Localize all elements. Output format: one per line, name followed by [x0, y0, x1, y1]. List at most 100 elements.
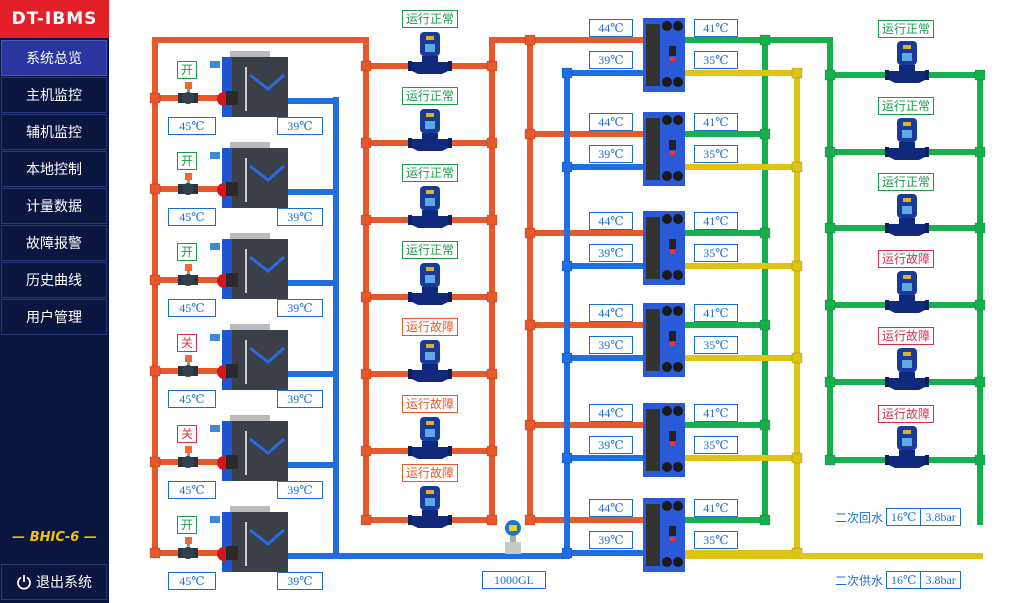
pipe-fitting: [974, 69, 986, 81]
primary-pump-3[interactable]: [408, 186, 452, 228]
pipe-fitting: [791, 161, 803, 173]
pipe-fitting: [486, 368, 498, 380]
secondary-pump-4[interactable]: [885, 271, 929, 313]
heat-exchanger-3[interactable]: [643, 211, 685, 285]
pump-status-badge: 运行故障: [878, 327, 935, 345]
pipe-fitting: [360, 445, 372, 457]
readout-label: 二次回水: [835, 510, 884, 525]
pipe-fitting: [974, 146, 986, 158]
boiler-1[interactable]: [210, 51, 288, 117]
heat-exchanger-4[interactable]: [643, 303, 685, 377]
pump-status-badge: 运行正常: [878, 97, 935, 115]
pump-status-badge: 运行故障: [402, 318, 459, 336]
hx-hot-in-temp: 44℃: [589, 304, 633, 322]
sidebar-item-aux-monitor[interactable]: 辅机监控: [1, 114, 107, 150]
hx-cold-out-temp: 41℃: [694, 212, 738, 230]
hx-cold-out-temp: 41℃: [694, 19, 738, 37]
hx-cold-out-temp: 41℃: [694, 113, 738, 131]
pipe-fitting: [360, 137, 372, 149]
pipe-fitting: [360, 368, 372, 380]
pump-status-badge: 运行正常: [402, 164, 459, 182]
pipe-fitting: [561, 260, 573, 272]
primary-pump-5[interactable]: [408, 340, 452, 382]
heat-exchanger-1[interactable]: [643, 18, 685, 92]
primary-pump-4[interactable]: [408, 263, 452, 305]
pipe-fitting: [791, 452, 803, 464]
sidebar-item-metering[interactable]: 计量数据: [1, 188, 107, 224]
boiler-5[interactable]: [210, 415, 288, 481]
readout-temp: 16℃: [886, 571, 922, 589]
sidebar-item-history[interactable]: 历史曲线: [1, 262, 107, 298]
heat-exchanger-5[interactable]: [643, 403, 685, 477]
heat-exchanger-6[interactable]: [643, 498, 685, 572]
secondary-pump-5[interactable]: [885, 348, 929, 390]
boiler-inlet-temp: 45℃: [168, 481, 216, 499]
sidebar-item-overview[interactable]: 系统总览: [1, 40, 107, 76]
sidebar-item-host-monitor[interactable]: 主机监控: [1, 77, 107, 113]
secondary-pump-1[interactable]: [885, 41, 929, 83]
heat-exchanger-2[interactable]: [643, 112, 685, 186]
valve-6[interactable]: [178, 537, 198, 559]
pipe-fitting: [149, 547, 161, 559]
readout-temp: 16℃: [886, 508, 922, 526]
power-icon: [17, 575, 31, 590]
valve-1[interactable]: [178, 82, 198, 104]
boiler-outlet-temp: 39℃: [277, 390, 323, 408]
pipe-fitting: [561, 67, 573, 79]
hx-cold-in-temp: 35℃: [694, 436, 738, 454]
pipe-fitting: [486, 60, 498, 72]
primary-pump-7[interactable]: [408, 486, 452, 528]
pump-status-badge: 运行正常: [878, 173, 935, 191]
valve-state-badge: 关: [177, 425, 197, 443]
logout-button[interactable]: 退出系统: [1, 564, 107, 600]
valve-4[interactable]: [178, 355, 198, 377]
hx-cold-out-temp: 41℃: [694, 304, 738, 322]
pipe-fitting: [824, 454, 836, 466]
pump-status-badge: 运行正常: [878, 20, 935, 38]
sidebar-item-users[interactable]: 用户管理: [1, 299, 107, 335]
valve-3[interactable]: [178, 264, 198, 286]
primary-pump-1[interactable]: [408, 32, 452, 74]
pump-status-badge: 运行故障: [878, 250, 935, 268]
pipe-fitting: [974, 299, 986, 311]
boiler-outlet-temp: 39℃: [277, 572, 323, 590]
boiler-outlet-temp: 39℃: [277, 481, 323, 499]
pump-status-badge: 运行正常: [402, 10, 459, 28]
pipe-fitting: [824, 376, 836, 388]
secondary-pump-2[interactable]: [885, 118, 929, 160]
pipe-fitting: [561, 452, 573, 464]
pipe-fitting: [524, 128, 536, 140]
boiler-4[interactable]: [210, 324, 288, 390]
pipe-fitting: [974, 222, 986, 234]
pipe-fitting: [561, 352, 573, 364]
hx-hot-in-temp: 44℃: [589, 499, 633, 517]
valve-2[interactable]: [178, 173, 198, 195]
boiler-2[interactable]: [210, 142, 288, 208]
pipe-fitting: [486, 291, 498, 303]
flow-meter[interactable]: [505, 520, 521, 554]
pipe-fitting: [149, 92, 161, 104]
secondary-pump-3[interactable]: [885, 194, 929, 236]
valve-state-badge: 开: [177, 61, 197, 79]
pump-status-badge: 运行正常: [402, 241, 459, 259]
pipe-fitting: [486, 514, 498, 526]
primary-pump-2[interactable]: [408, 109, 452, 151]
pipe-fitting: [759, 128, 771, 140]
sidebar-item-local-control[interactable]: 本地控制: [1, 151, 107, 187]
boiler-outlet-temp: 39℃: [277, 117, 323, 135]
valve-5[interactable]: [178, 446, 198, 468]
sidebar-item-alarms[interactable]: 故障报警: [1, 225, 107, 261]
hx-hot-in-temp: 44℃: [589, 404, 633, 422]
hx-cold-out-temp: 41℃: [694, 404, 738, 422]
boiler-inlet-temp: 45℃: [168, 117, 216, 135]
app-logo: DT-IBMS: [0, 0, 109, 38]
boiler-6[interactable]: [210, 506, 288, 572]
boiler-3[interactable]: [210, 233, 288, 299]
pipe-fitting: [759, 227, 771, 239]
primary-pump-6[interactable]: [408, 417, 452, 459]
pipe-fitting: [524, 514, 536, 526]
secondary-pump-6[interactable]: [885, 426, 929, 468]
pipe-fitting: [486, 137, 498, 149]
